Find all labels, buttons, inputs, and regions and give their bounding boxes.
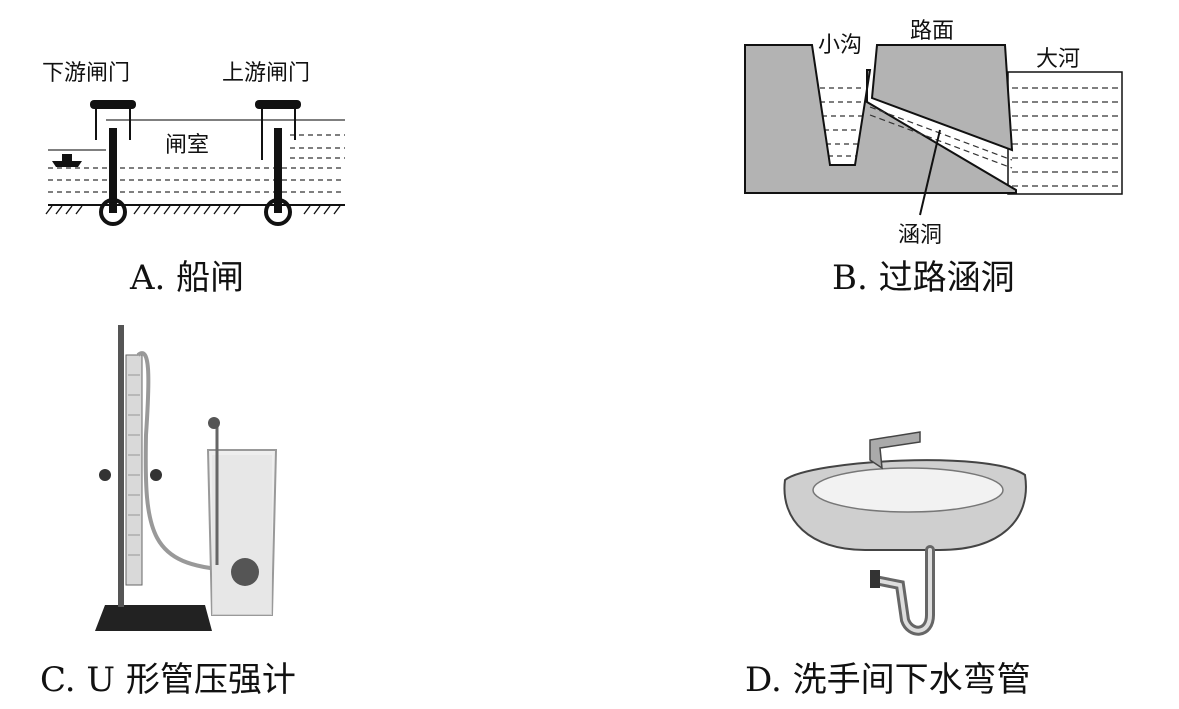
manometer-image: [80, 315, 300, 635]
upstream-gate-label: 上游闸门: [222, 61, 310, 86]
caption-a: A. 船闸: [130, 250, 244, 299]
road-label: 路面: [910, 19, 954, 44]
sink-image: [770, 420, 1050, 650]
caption-c: C. U 形管压强计: [40, 652, 296, 701]
ditch-label: 小沟: [818, 33, 862, 58]
river-label: 大河: [1036, 47, 1080, 72]
culvert-diagram: 小沟 路面 大河 涵洞: [740, 10, 1160, 250]
caption-d: D. 洗手间下水弯管: [745, 652, 1031, 701]
downstream-gate-label: 下游闸门: [42, 61, 130, 86]
caption-b: B. 过路涵洞: [832, 250, 1015, 299]
ship-lock-diagram: 下游闸门 上游闸门 闸室: [40, 40, 360, 240]
culvert-label: 涵洞: [898, 223, 942, 248]
chamber-label: 闸室: [165, 133, 209, 158]
